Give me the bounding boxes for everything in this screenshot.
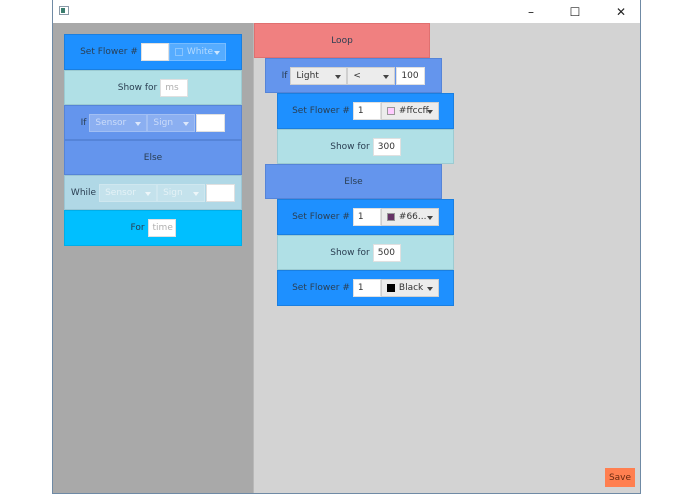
main-content: Set Flower # White Show for ms If Sensor — [53, 23, 640, 493]
color-value: White — [186, 47, 214, 57]
color-dropdown[interactable]: White — [168, 43, 226, 61]
sign-value: < — [353, 70, 361, 81]
program-canvas[interactable]: Loop If Light < 100 Set Flower # 1 — [254, 23, 640, 493]
chevron-down-icon — [183, 121, 190, 126]
show-for-label: Show for — [117, 82, 158, 93]
loop-label: Loop — [331, 35, 353, 46]
set-flower-block[interactable]: Set Flower # 1 Black — [277, 270, 454, 306]
flower-number-input[interactable]: 1 — [352, 102, 381, 120]
flower-number-input[interactable]: 1 — [352, 279, 381, 297]
sign-placeholder: Sign — [153, 117, 174, 128]
chevron-down-icon — [135, 121, 142, 126]
sign-placeholder: Sign — [163, 187, 183, 198]
palette-for-block[interactable]: For time — [64, 210, 242, 246]
for-time-input[interactable]: time — [147, 219, 176, 237]
chevron-down-icon — [145, 191, 152, 196]
loop-block[interactable]: Loop — [254, 23, 430, 58]
app-icon — [59, 6, 69, 15]
sign-dropdown[interactable]: Sign — [157, 183, 206, 202]
else-label: Else — [143, 152, 163, 163]
color-swatch — [386, 107, 395, 115]
block-palette: Set Flower # White Show for ms If Sensor — [53, 23, 254, 493]
title-bar: – ☐ ✕ — [53, 0, 640, 23]
set-flower-label: Set Flower # — [292, 283, 350, 293]
sensor-placeholder: Sensor — [105, 187, 136, 198]
minimize-button[interactable]: – — [528, 4, 534, 19]
color-dropdown[interactable]: #ffccff — [380, 102, 439, 120]
set-flower-label: Set Flower # — [292, 212, 350, 222]
show-for-label: Show for — [330, 247, 370, 258]
show-for-block[interactable]: Show for 300 — [277, 129, 454, 164]
show-for-input[interactable]: ms — [160, 78, 189, 97]
show-for-input[interactable]: 300 — [372, 137, 401, 156]
color-swatch — [174, 48, 183, 56]
set-flower-label: Set Flower # — [80, 47, 138, 57]
app-window: – ☐ ✕ Set Flower # White Show for ms If — [52, 0, 641, 494]
show-for-label: Show for — [330, 141, 370, 152]
else-block[interactable]: Else — [265, 164, 442, 199]
chevron-down-icon — [213, 51, 220, 55]
palette-else-block[interactable]: Else — [64, 140, 242, 175]
while-value-input[interactable] — [206, 183, 236, 202]
sensor-dropdown[interactable]: Sensor — [99, 183, 158, 202]
if-label: If — [80, 117, 87, 128]
sign-dropdown[interactable]: < — [347, 66, 396, 85]
show-for-block[interactable]: Show for 500 — [277, 235, 454, 270]
color-value: Black — [398, 283, 424, 293]
set-flower-block[interactable]: Set Flower # 1 #66... — [277, 199, 454, 235]
if-block[interactable]: If Light < 100 — [265, 58, 442, 93]
save-button[interactable]: Save — [605, 468, 635, 487]
color-value: #ffccff — [398, 106, 429, 116]
chevron-down-icon — [335, 74, 342, 79]
flower-number-input[interactable] — [140, 43, 169, 61]
sensor-dropdown[interactable]: Sensor — [89, 113, 148, 132]
else-label: Else — [344, 176, 363, 187]
color-swatch — [386, 284, 395, 292]
chevron-down-icon — [383, 74, 390, 79]
palette-show-for-block[interactable]: Show for ms — [64, 70, 242, 105]
flower-number-input[interactable]: 1 — [352, 208, 381, 226]
palette-while-block[interactable]: While Sensor Sign — [64, 175, 242, 210]
for-label: For — [130, 223, 145, 233]
chevron-down-icon — [426, 287, 433, 291]
sign-dropdown[interactable]: Sign — [147, 113, 196, 132]
maximize-button[interactable]: ☐ — [569, 4, 581, 19]
color-dropdown[interactable]: Black — [380, 279, 439, 297]
color-value: #66... — [398, 212, 427, 222]
while-label: While — [70, 187, 97, 198]
palette-set-flower-block[interactable]: Set Flower # White — [64, 34, 242, 70]
set-flower-block[interactable]: Set Flower # 1 #ffccff — [277, 93, 454, 129]
if-value-input[interactable]: 100 — [396, 66, 426, 85]
close-button[interactable]: ✕ — [615, 4, 627, 19]
sensor-value: Light — [296, 70, 319, 81]
if-value-input[interactable] — [196, 113, 226, 132]
if-label: If — [281, 70, 288, 81]
set-flower-label: Set Flower # — [292, 106, 350, 116]
sensor-placeholder: Sensor — [95, 117, 127, 128]
chevron-down-icon — [193, 191, 200, 196]
color-swatch — [386, 213, 395, 221]
chevron-down-icon — [426, 216, 433, 220]
sensor-dropdown[interactable]: Light — [290, 66, 348, 85]
show-for-input[interactable]: 500 — [372, 243, 401, 262]
color-dropdown[interactable]: #66... — [380, 208, 439, 226]
chevron-down-icon — [426, 110, 433, 114]
palette-if-block[interactable]: If Sensor Sign — [64, 105, 242, 140]
